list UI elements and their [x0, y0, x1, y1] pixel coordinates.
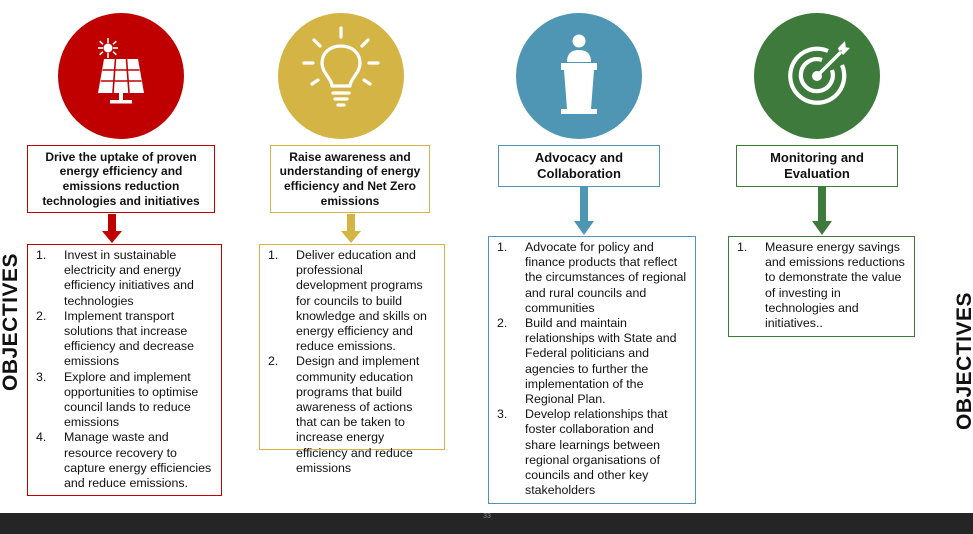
down-arrow-icon	[574, 187, 594, 235]
solar-circle	[58, 13, 184, 139]
objective-list: 1.Advocate for policy and finance produc…	[488, 236, 696, 504]
list-item: 3.Explore and implement opportunities to…	[36, 369, 199, 430]
target-arrow-icon	[788, 41, 850, 105]
page-number: 33	[483, 513, 491, 520]
footer-bar	[0, 513, 973, 534]
objective-title: Raise awareness and understanding of ene…	[270, 145, 430, 213]
list-item: 2.Build and maintain relationships with …	[497, 316, 677, 407]
list-item: 4.Manage waste and resource recovery to …	[36, 430, 212, 491]
speaker-podium-icon	[561, 34, 597, 114]
objective-list: 1.Deliver education and professional dev…	[259, 244, 445, 475]
lightbulb-icon	[302, 26, 380, 107]
list-item: 1.Invest in sustainable electricity and …	[36, 248, 194, 308]
objective-title: Advocacy and Collaboration	[498, 145, 660, 187]
down-arrow-icon	[812, 187, 832, 235]
list-item: 2.Design and implement community educati…	[268, 354, 420, 475]
solar-panel-icon	[98, 38, 144, 104]
list-item: 1.Deliver education and professional dev…	[268, 248, 427, 354]
lightbulb-circle	[278, 13, 404, 139]
objective-title: Monitoring and Evaluation	[736, 145, 898, 187]
objective-title: Drive the uptake of proven energy effici…	[27, 145, 215, 213]
objective-list: 1.Measure energy savings and emissions r…	[728, 236, 915, 337]
side-label-right: OBJECTIVES	[953, 291, 973, 430]
podium-circle	[516, 13, 642, 139]
side-label-left: OBJECTIVES	[0, 252, 22, 391]
list-item: 1.Advocate for policy and finance produc…	[497, 240, 687, 315]
list-item: 1.Measure energy savings and emissions r…	[737, 240, 905, 331]
target-circle	[754, 13, 880, 139]
list-item: 3.Develop relationships that foster coll…	[497, 407, 668, 498]
list-item: 2.Implement transport solutions that inc…	[36, 308, 194, 369]
down-arrow-icon	[341, 214, 361, 243]
objective-list: 1.Invest in sustainable electricity and …	[27, 244, 222, 496]
down-arrow-icon	[102, 214, 122, 243]
